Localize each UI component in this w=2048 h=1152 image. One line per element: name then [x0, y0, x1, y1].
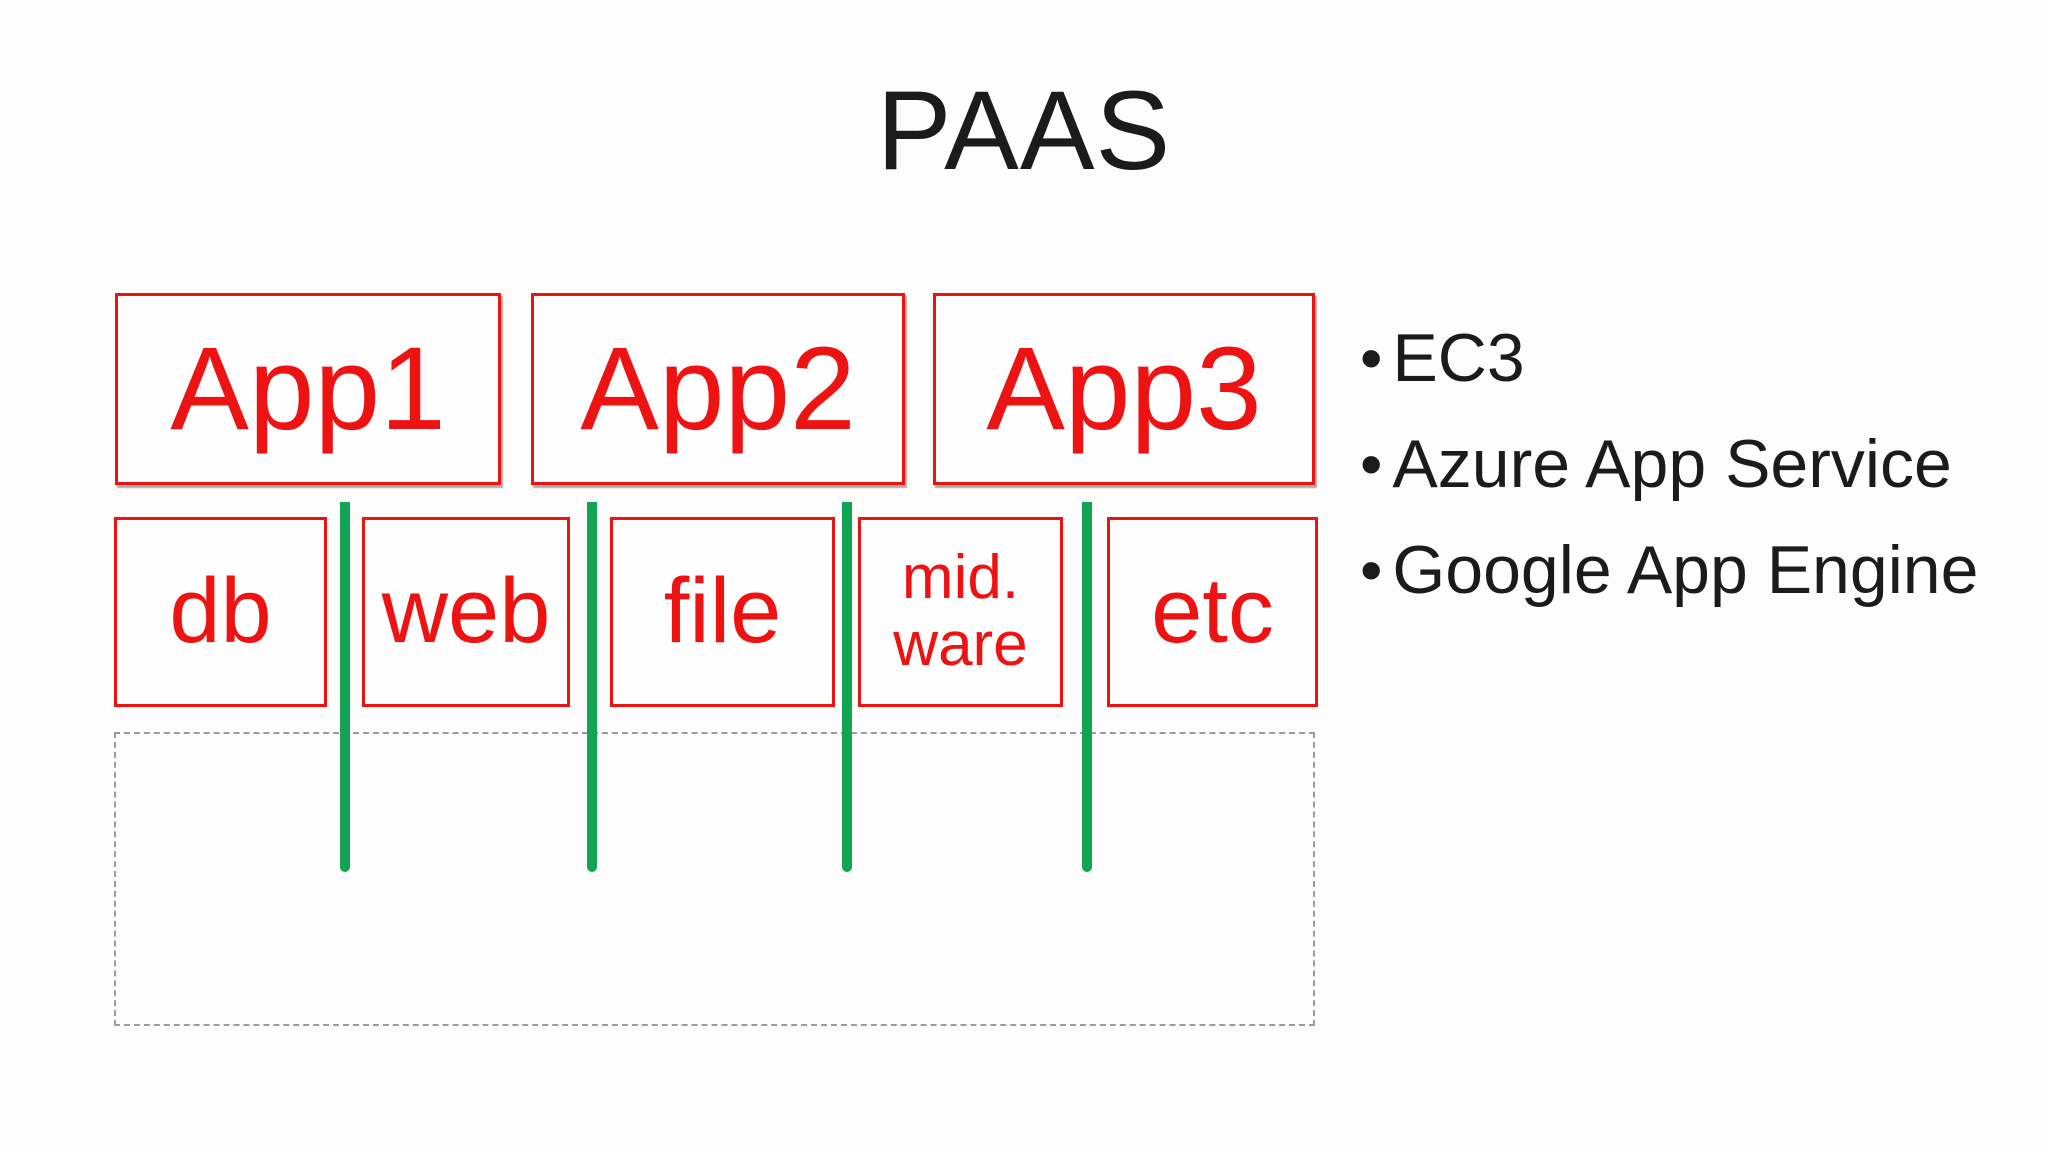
- service-box-etc: etc: [1107, 517, 1318, 707]
- bullet-text-google-app-engine: Google App Engine: [1392, 532, 1979, 608]
- service-label-web: web: [381, 560, 551, 663]
- connector-line-2: [587, 502, 597, 872]
- connector-line-1: [340, 502, 350, 872]
- service-label-midware-line1: mid.: [901, 543, 1020, 613]
- app1-label: App1: [170, 323, 446, 455]
- app3-label: App3: [986, 323, 1262, 455]
- bullet-marker: •: [1360, 428, 1383, 500]
- platform-placeholder-box: [114, 732, 1315, 1026]
- service-label-file: file: [663, 560, 782, 663]
- app3-box: App3: [933, 293, 1315, 485]
- app2-label: App2: [580, 323, 856, 455]
- bullet-text-azure-app-service: Azure App Service: [1392, 426, 1952, 502]
- app2-box: App2: [531, 293, 905, 485]
- service-box-file: file: [610, 517, 835, 707]
- service-box-midware: mid. ware: [858, 517, 1063, 707]
- bullet-marker: •: [1360, 322, 1383, 394]
- bullet-item-google-app-engine: • Google App Engine: [1360, 517, 1978, 623]
- service-label-midware-line2: ware: [893, 610, 1028, 679]
- service-label-etc: etc: [1151, 560, 1274, 663]
- connector-line-4: [1082, 502, 1092, 872]
- bullet-marker: •: [1360, 534, 1383, 606]
- bullet-text-ec3: EC3: [1392, 320, 1525, 396]
- bullet-item-ec3: • EC3: [1360, 305, 1978, 411]
- service-box-web: web: [362, 517, 570, 707]
- service-label-db: db: [169, 560, 272, 663]
- app1-box: App1: [115, 293, 501, 485]
- service-box-db: db: [114, 517, 327, 707]
- connector-line-3: [842, 502, 852, 872]
- bullet-item-azure-app-service: • Azure App Service: [1360, 411, 1978, 517]
- slide-title: PAAS: [876, 68, 1172, 193]
- bullet-list: • EC3 • Azure App Service • Google App E…: [1360, 305, 1978, 623]
